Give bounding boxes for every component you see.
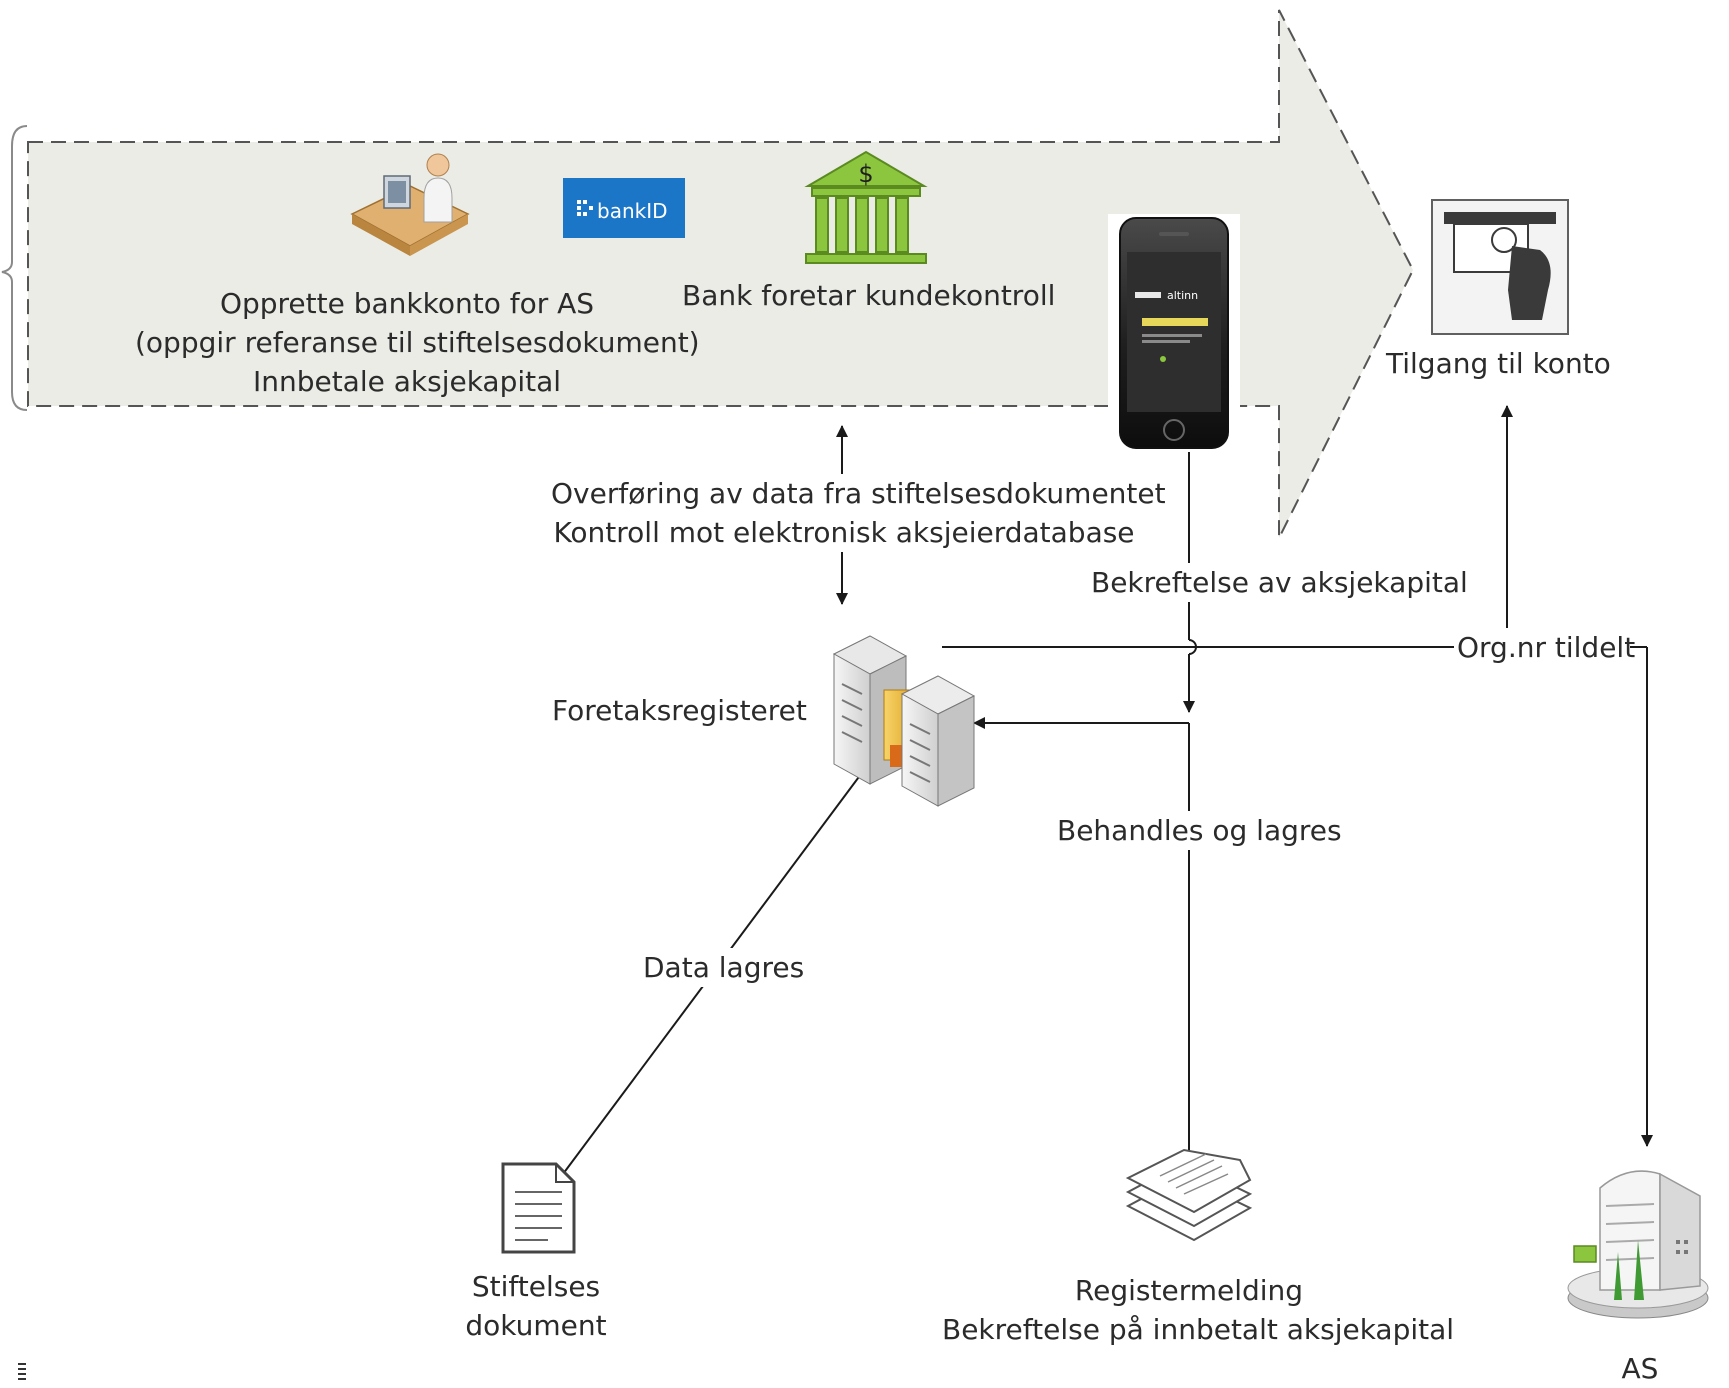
document-icon: [501, 1162, 576, 1254]
process-arrow: [27, 9, 1415, 539]
phone-app-name: altinn: [1167, 289, 1198, 302]
person-computer-icon: [350, 153, 470, 256]
data-transfer-line1: Overføring av data fra stiftelsesdokumen…: [551, 477, 1166, 510]
corner-marks: [18, 1363, 26, 1380]
company-label: AS: [1621, 1352, 1659, 1385]
founding-document-label: Stiftelses dokument: [450, 1267, 622, 1345]
processed-stored-label: Behandles og lagres: [1054, 811, 1342, 850]
register-notice-line2: Bekreftelse på innbetalt aksjekapital: [942, 1313, 1455, 1346]
register-name-label: Foretaksregisteret: [552, 694, 807, 727]
bankid-logo: bankID: [563, 178, 685, 238]
step-customer-control-label: Bank foretar kundekontroll: [682, 279, 1056, 312]
server-icon: [832, 635, 976, 807]
data-transfer-label: Overføring av data fra stiftelsesdokumen…: [548, 474, 1166, 552]
register-notice-line1: Registermelding: [1074, 1274, 1304, 1307]
register-notice-label: Registermelding Bekreftelse på innbetalt…: [942, 1271, 1455, 1349]
smartphone-icon: altinn: [1108, 214, 1240, 452]
svg-text:$: $: [858, 160, 873, 188]
step-bank-account-line2: (oppgir referanse til stiftelsesdokument…: [135, 326, 700, 359]
bank-building-icon: $: [804, 150, 928, 264]
step-bank-account-label: Opprette bankkonto for AS (oppgir refera…: [135, 284, 700, 401]
data-transfer-line2: Kontroll mot elektronisk aksjeierdatabas…: [553, 516, 1135, 549]
data-stored-label: Data lagres: [640, 948, 804, 987]
founding-document-line2: dokument: [465, 1309, 607, 1342]
left-brace: [1, 125, 28, 411]
founding-document-line1: Stiftelses: [471, 1270, 601, 1303]
bankid-logo-text: bankID: [597, 199, 668, 223]
account-access-label: Tilgang til konto: [1386, 347, 1611, 380]
step-bank-account-line1: Opprette bankkonto for AS: [219, 287, 595, 320]
company-building-icon: [1567, 1170, 1709, 1319]
cash-withdrawal-icon: [1431, 199, 1569, 335]
capital-confirmation-label: Bekreftelse av aksjekapital: [1088, 563, 1468, 602]
step-bank-account-line3: Innbetale aksjekapital: [252, 365, 562, 398]
stacked-papers-icon: [1125, 1148, 1253, 1242]
org-number-label: Org.nr tildelt: [1454, 628, 1635, 667]
